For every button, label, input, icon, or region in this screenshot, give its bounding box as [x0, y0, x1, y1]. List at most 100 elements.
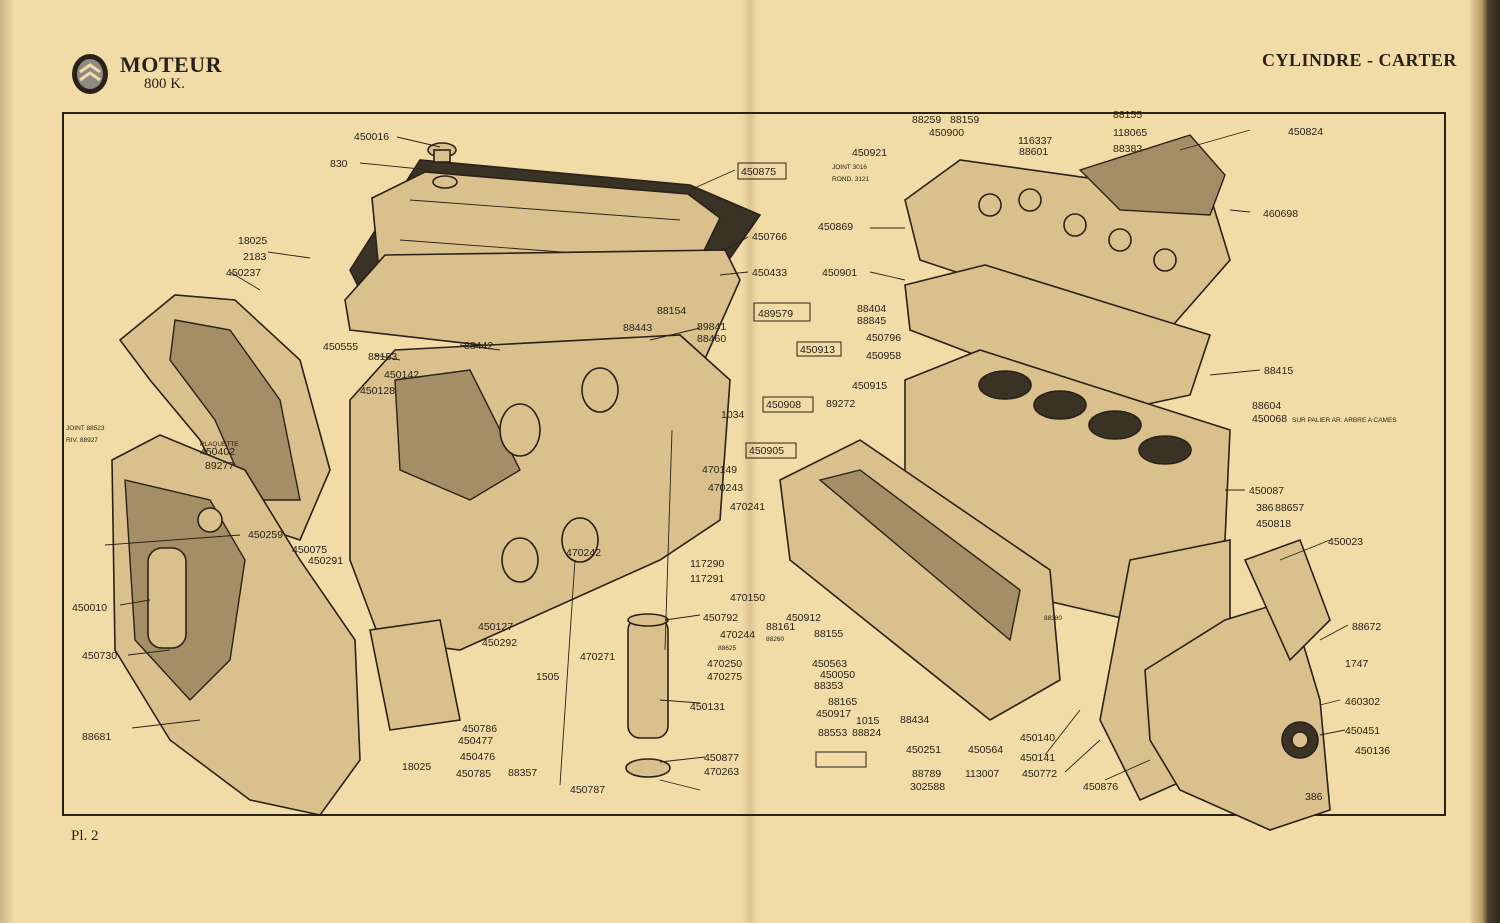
brand-logo: [72, 54, 108, 94]
part-label: 470250: [707, 658, 742, 670]
manifold: [779, 439, 1061, 721]
group-title: MOTEUR: [120, 52, 222, 77]
engine-model: 800 K.: [144, 76, 185, 92]
part-label: 88672: [1352, 621, 1381, 633]
part-label: 450251: [906, 744, 941, 756]
part-label: 450131: [690, 701, 725, 713]
diagram-frame: [62, 112, 1446, 816]
part-label: 470242: [566, 547, 601, 559]
part-label: 450477: [458, 735, 493, 747]
part-label: 88460: [697, 333, 726, 345]
part-label: 88404: [857, 303, 886, 315]
part-label: 460302: [1345, 696, 1380, 708]
part-label: 88789: [912, 768, 941, 780]
part-label: 88161: [766, 621, 795, 633]
part-label: 88434: [900, 714, 929, 726]
part-label: 88165: [828, 696, 857, 708]
part-label: 450796: [866, 332, 901, 344]
part-label: 470149: [702, 464, 737, 476]
part-label: 450140: [1020, 732, 1055, 744]
part-label: 88357: [508, 767, 537, 779]
part-label: 470271: [580, 651, 615, 663]
part-label: 450921: [852, 147, 887, 159]
part-label: 88153: [368, 351, 397, 363]
part-label: 88259: [912, 114, 941, 126]
part-label: 450876: [1083, 781, 1118, 793]
timing-cover: [118, 294, 331, 541]
plate-number: Pl. 2: [71, 828, 99, 844]
part-label: 88383: [1113, 143, 1142, 155]
part-label: 450292: [482, 637, 517, 649]
part-label: 88260: [766, 636, 784, 643]
part-label: 450913: [800, 344, 835, 356]
part-label: 1034: [721, 409, 745, 421]
part-label: 88681: [82, 731, 111, 743]
part-label: 88155: [1113, 109, 1142, 121]
part-label: 450787: [570, 784, 605, 796]
part-label: 470263: [704, 766, 739, 778]
part-label: 450912: [786, 612, 821, 624]
part-label: 89277: [205, 460, 234, 472]
part-label: 450127: [478, 621, 513, 633]
part-label: 450050: [820, 669, 855, 681]
part-label: 386: [1256, 502, 1274, 514]
part-label: 450877: [704, 752, 739, 764]
part-label: 116337: [1018, 135, 1052, 147]
part-label: 88442: [464, 340, 493, 352]
part-label: 89841: [697, 321, 726, 333]
part-label: 450905: [749, 445, 784, 457]
part-label: 450869: [818, 221, 853, 233]
part-label: 450730: [82, 650, 117, 662]
part-label: 450824: [1288, 126, 1323, 138]
part-label: 450875: [741, 166, 776, 178]
part-label: 18025: [402, 761, 431, 773]
part-label: 1505: [536, 671, 560, 683]
part-label: 450958: [866, 350, 901, 362]
part-label: 450402: [200, 446, 235, 458]
leader-lines: [104, 129, 1349, 791]
part-label: 450901: [822, 267, 857, 279]
part-label: 470275: [707, 671, 742, 683]
part-label: 450792: [703, 612, 738, 624]
part-label: 302588: [910, 781, 945, 793]
part-label: 450555: [323, 341, 358, 353]
part-label: 450259: [248, 529, 283, 541]
part-label: 450564: [968, 744, 1003, 756]
part-label: 450563: [812, 658, 847, 670]
section-title: CYLINDRE - CARTER: [1262, 50, 1457, 70]
part-label: 1015: [856, 715, 880, 727]
part-label: 450068: [1252, 413, 1287, 425]
part-label: 117291: [690, 573, 724, 585]
part-label: 450010: [72, 602, 107, 614]
part-label: 88604: [1252, 400, 1281, 412]
cylinder-head: [904, 134, 1231, 341]
part-label: 88159: [950, 114, 979, 126]
part-label: 450786: [462, 723, 497, 735]
part-label: JOINT 88523: [66, 425, 105, 432]
part-label: 88657: [1275, 502, 1304, 514]
part-label: 88824: [852, 727, 881, 739]
part-label: 470150: [730, 592, 765, 604]
part-label: 450476: [460, 751, 495, 763]
head-gasket: [904, 264, 1212, 411]
part-label: 88625: [718, 645, 736, 652]
part-label: 460698: [1263, 208, 1298, 220]
part-label: RIV. 88927: [66, 437, 98, 444]
part-label: 450136: [1355, 745, 1390, 757]
page-edge-left: [0, 0, 14, 923]
part-label: 450433: [752, 267, 787, 279]
part-label: 470243: [708, 482, 743, 494]
part-label: 18025: [238, 235, 267, 247]
part-label: 489579: [758, 308, 793, 320]
part-label: 2183: [243, 251, 267, 263]
part-label: 450237: [226, 267, 261, 279]
part-label: 88601: [1019, 146, 1048, 158]
part-label: 450818: [1256, 518, 1291, 530]
part-label: 88845: [857, 315, 886, 327]
part-label: 450900: [929, 127, 964, 139]
part-label: 450772: [1022, 768, 1057, 780]
part-label: 88553: [818, 727, 847, 739]
part-label: 450451: [1345, 725, 1380, 737]
part-label: 386: [1305, 791, 1323, 803]
